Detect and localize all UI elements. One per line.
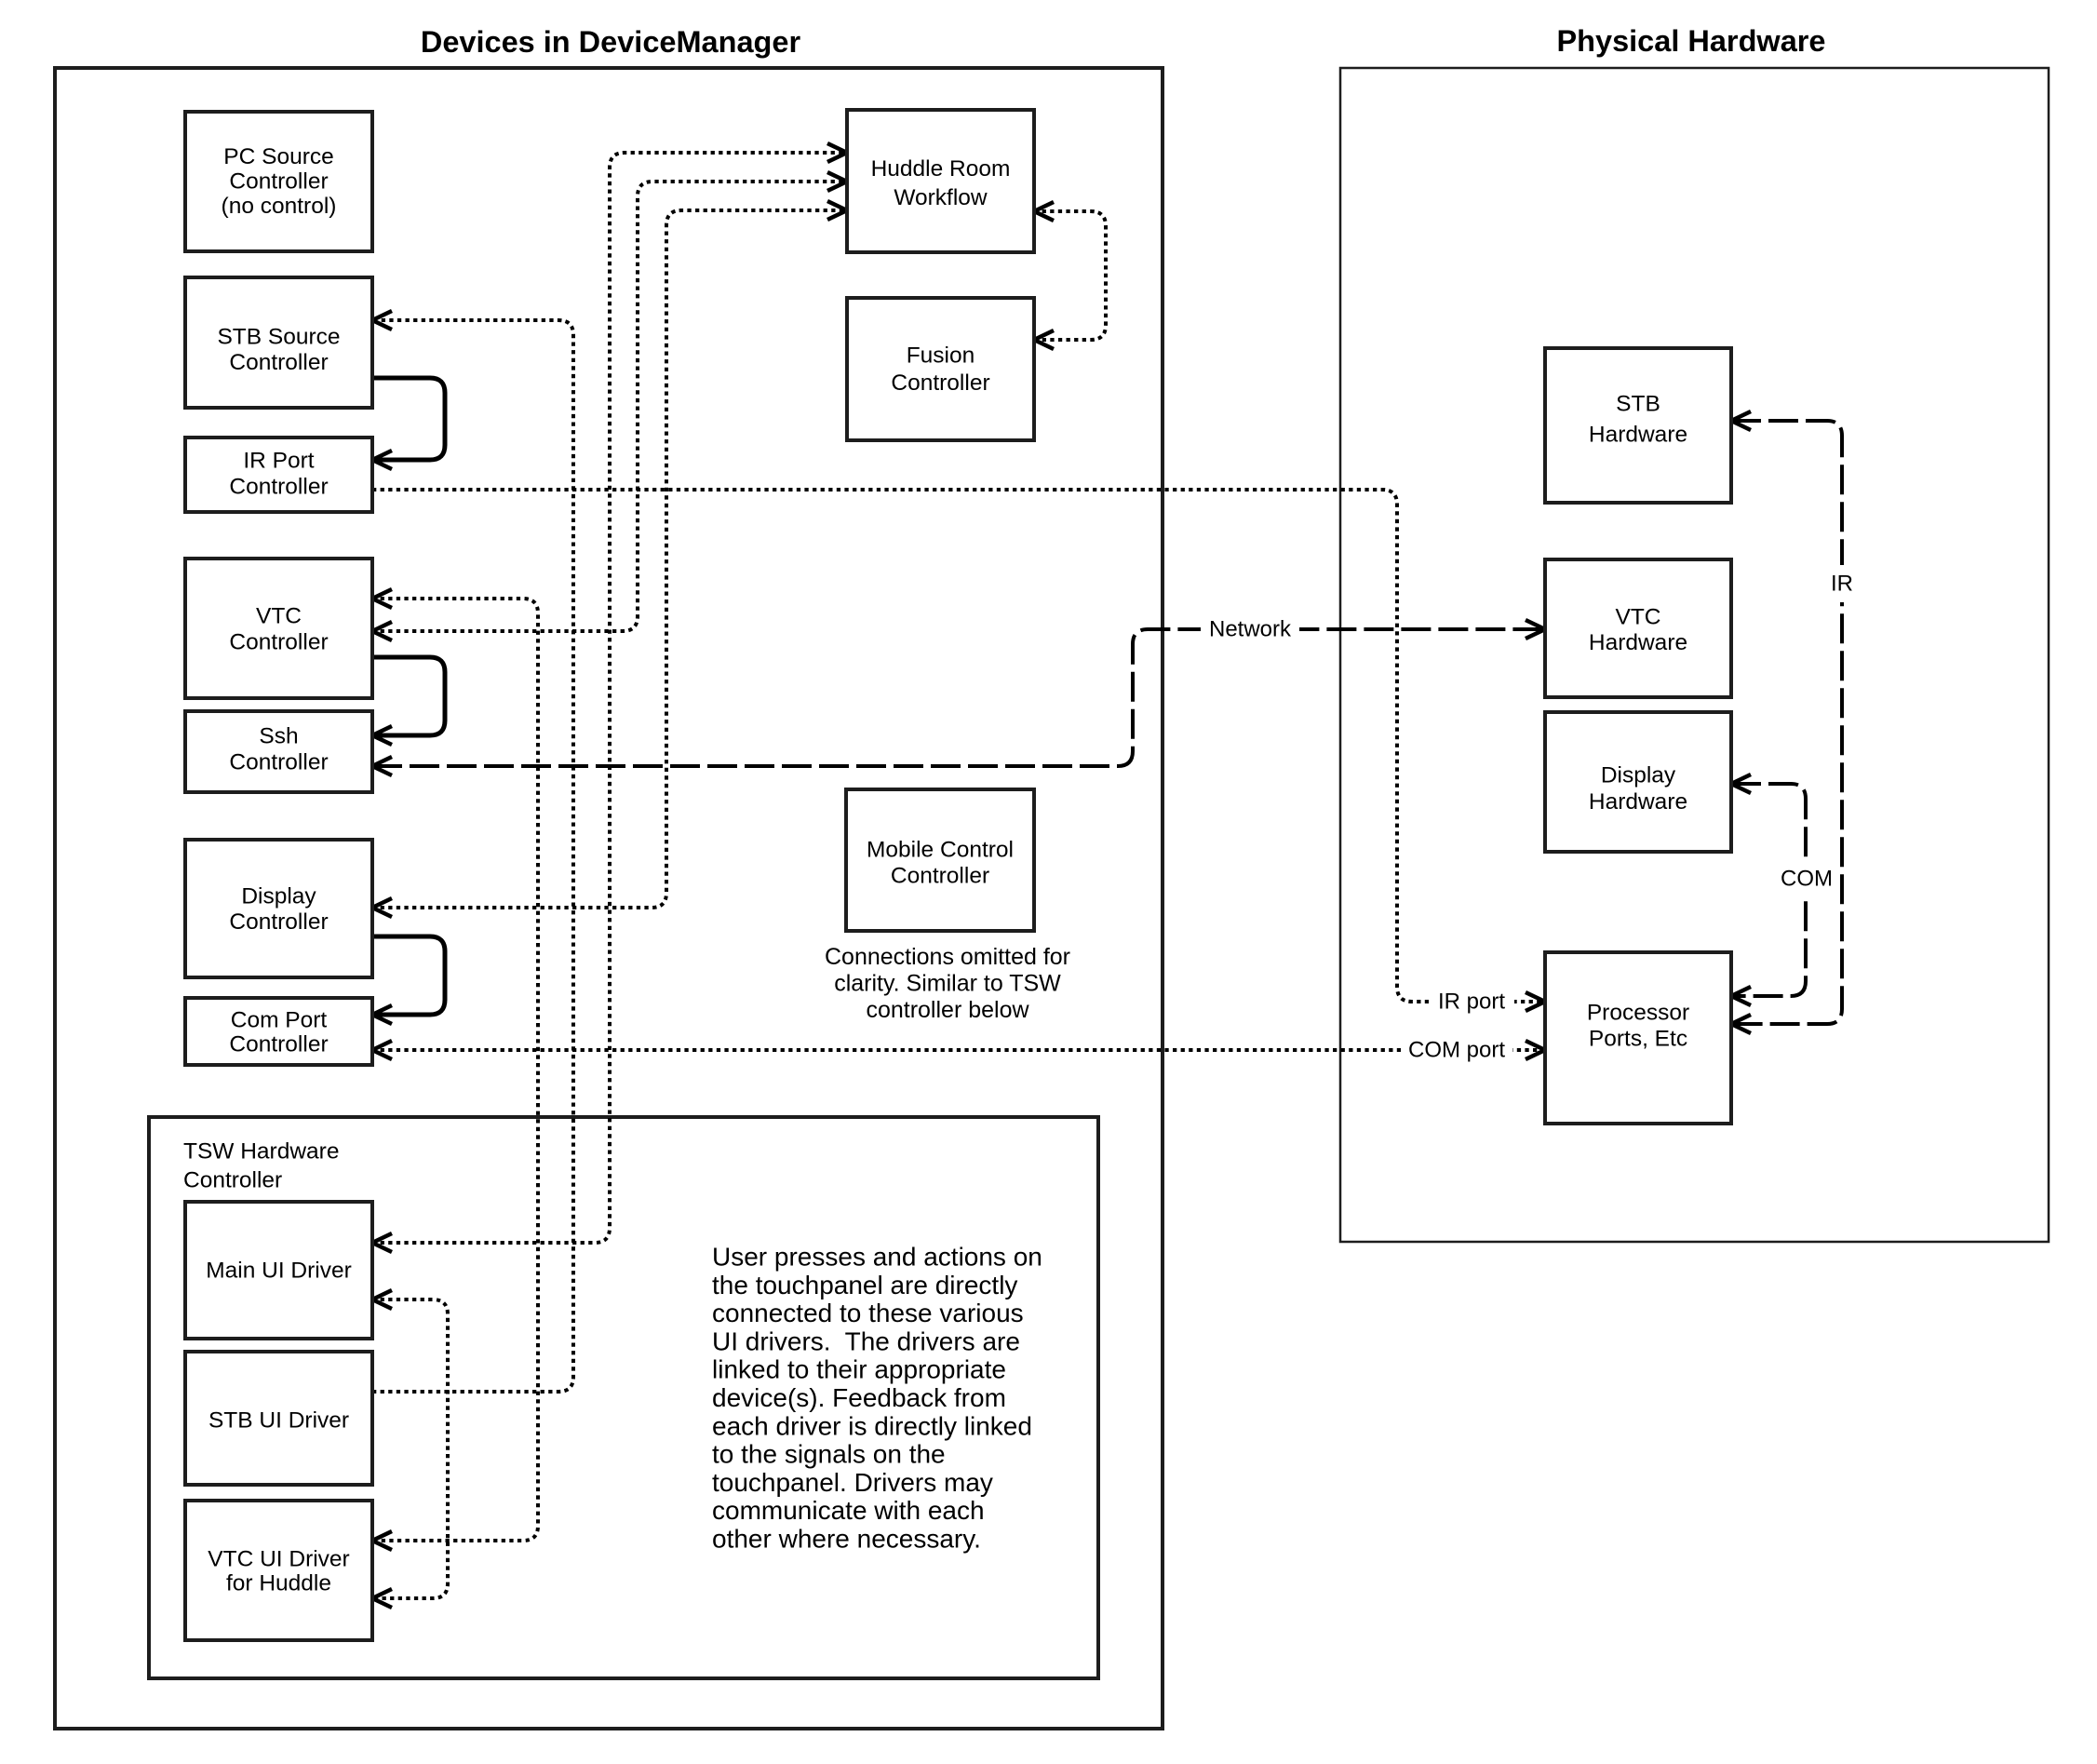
svg-text:Controller: Controller bbox=[891, 864, 989, 889]
svg-text:Controller: Controller bbox=[229, 909, 328, 935]
svg-text:Network: Network bbox=[1209, 617, 1292, 642]
svg-text:(no control): (no control) bbox=[222, 194, 337, 219]
svg-text:Display: Display bbox=[241, 884, 316, 909]
svg-text:other where necessary.: other where necessary. bbox=[712, 1525, 981, 1554]
svg-text:Huddle Room: Huddle Room bbox=[871, 156, 1011, 182]
svg-text:Controller: Controller bbox=[183, 1168, 282, 1193]
svg-text:Controller: Controller bbox=[229, 350, 328, 375]
svg-text:controller below: controller below bbox=[866, 997, 1029, 1023]
svg-text:Hardware: Hardware bbox=[1589, 423, 1687, 448]
svg-text:touchpanel. Drivers may: touchpanel. Drivers may bbox=[712, 1468, 993, 1497]
svg-text:Controller: Controller bbox=[229, 1032, 328, 1057]
svg-text:Controller: Controller bbox=[229, 630, 328, 655]
svg-text:Hardware: Hardware bbox=[1589, 789, 1687, 815]
svg-text:to the signals on the: to the signals on the bbox=[712, 1440, 946, 1469]
svg-text:Controller: Controller bbox=[891, 370, 989, 396]
svg-text:Controller: Controller bbox=[229, 750, 328, 775]
svg-text:PC Source: PC Source bbox=[223, 144, 333, 169]
svg-text:STB UI Driver: STB UI Driver bbox=[208, 1408, 349, 1434]
svg-text:VTC: VTC bbox=[256, 604, 302, 629]
svg-text:STB: STB bbox=[1616, 392, 1660, 417]
svg-text:for Huddle: for Huddle bbox=[226, 1571, 331, 1596]
svg-text:Processor: Processor bbox=[1587, 1001, 1689, 1026]
svg-text:Connections omitted for: Connections omitted for bbox=[825, 944, 1070, 970]
svg-text:VTC UI Driver: VTC UI Driver bbox=[208, 1547, 349, 1572]
svg-text:connected to these various: connected to these various bbox=[712, 1299, 1024, 1327]
svg-text:IR: IR bbox=[1831, 572, 1853, 597]
svg-text:Controller: Controller bbox=[229, 475, 328, 500]
svg-text:Ports, Etc: Ports, Etc bbox=[1589, 1027, 1687, 1052]
svg-text:Com Port: Com Port bbox=[231, 1008, 328, 1033]
svg-text:each driver is directly linked: each driver is directly linked bbox=[712, 1411, 1032, 1440]
svg-text:Display: Display bbox=[1601, 763, 1676, 788]
svg-text:Devices in DeviceManager: Devices in DeviceManager bbox=[421, 25, 801, 59]
svg-text:clarity. Similar to TSW: clarity. Similar to TSW bbox=[834, 971, 1061, 997]
svg-text:TSW Hardware: TSW Hardware bbox=[183, 1139, 339, 1165]
svg-text:Main UI Driver: Main UI Driver bbox=[206, 1259, 352, 1284]
svg-text:Controller: Controller bbox=[229, 169, 328, 195]
svg-text:Mobile Control: Mobile Control bbox=[867, 838, 1014, 863]
svg-text:Physical Hardware: Physical Hardware bbox=[1556, 24, 1825, 58]
svg-text:linked to their appropriate: linked to their appropriate bbox=[712, 1355, 1006, 1384]
svg-text:IR port: IR port bbox=[1438, 990, 1505, 1015]
svg-text:communicate with each: communicate with each bbox=[712, 1496, 985, 1525]
svg-text:the touchpanel are directly: the touchpanel are directly bbox=[712, 1271, 1017, 1299]
svg-text:Hardware: Hardware bbox=[1589, 630, 1687, 655]
svg-text:Workflow: Workflow bbox=[894, 185, 988, 210]
svg-text:COM: COM bbox=[1781, 867, 1833, 892]
svg-text:STB Source: STB Source bbox=[217, 325, 340, 350]
svg-text:VTC: VTC bbox=[1616, 605, 1661, 630]
svg-text:IR Port: IR Port bbox=[243, 449, 314, 474]
svg-text:Fusion: Fusion bbox=[907, 343, 975, 369]
svg-text:COM port: COM port bbox=[1408, 1038, 1505, 1063]
svg-text:User presses and actions on: User presses and actions on bbox=[712, 1243, 1042, 1272]
svg-text:Ssh: Ssh bbox=[259, 724, 298, 749]
svg-text:device(s). Feedback from: device(s). Feedback from bbox=[712, 1383, 1006, 1412]
svg-text:UI drivers. The drivers are: UI drivers. The drivers are bbox=[712, 1326, 1020, 1355]
